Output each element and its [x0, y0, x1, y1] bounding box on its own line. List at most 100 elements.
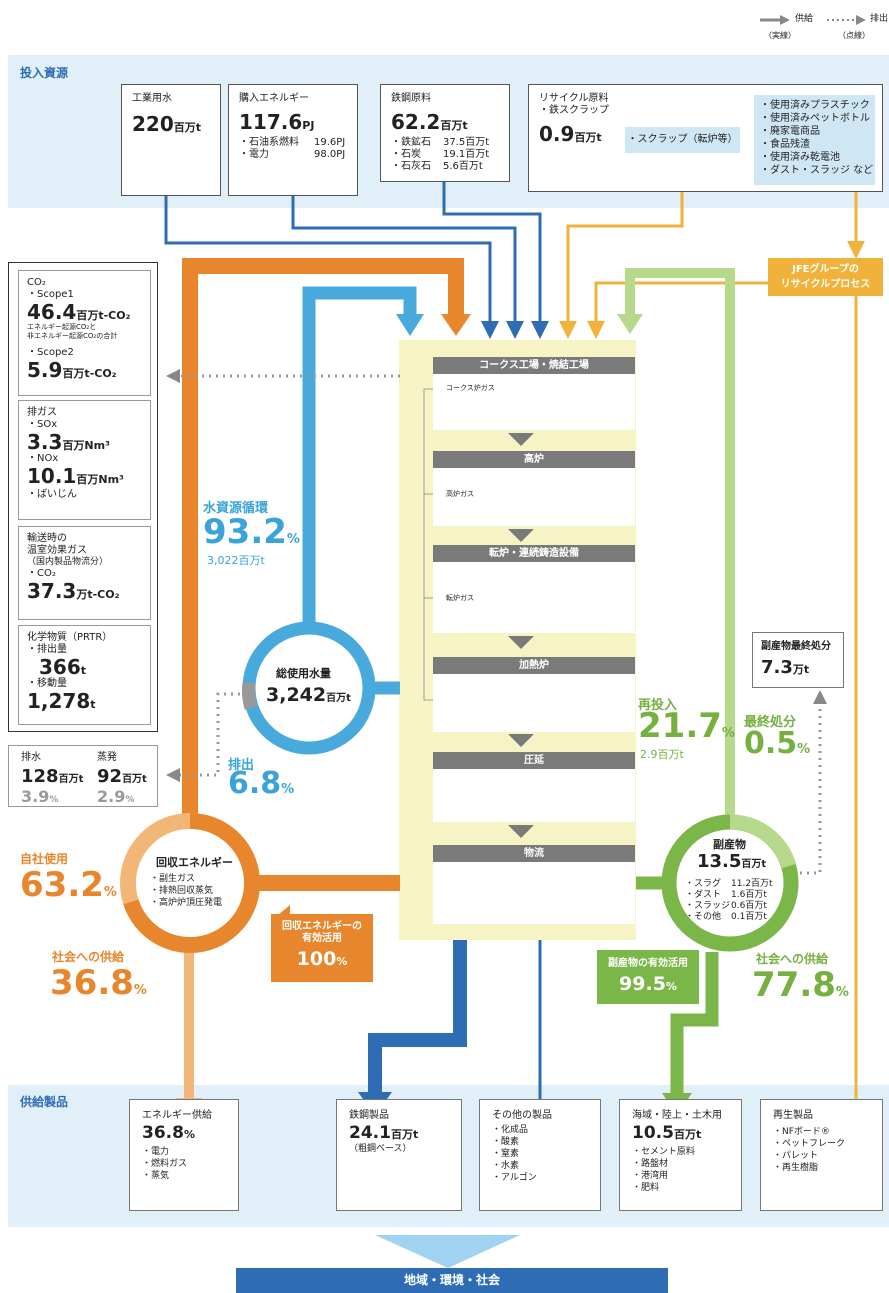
discharge-unit: % — [281, 782, 295, 797]
legend-arrows — [760, 15, 866, 25]
byproduct-use-title: 副産物の有効活用 — [608, 958, 688, 969]
output-other-item: ・酸素 — [492, 1137, 520, 1147]
output-other-card: その他の製品 ・化成品 ・酸素 ・窒素 ・水素 ・アルゴン — [479, 1099, 601, 1211]
output-civil-value: 10.5 — [632, 1123, 674, 1143]
scope2-unit: 百万t-CO₂ — [62, 367, 117, 380]
byproduct-donut — [661, 814, 799, 952]
recycle-item: ・使用済みプラスチック — [760, 100, 870, 111]
gas-label-coke: コークス炉ガス — [446, 384, 495, 392]
energy-use-unit: % — [336, 955, 348, 968]
legend-discharge: 排出 — [870, 14, 889, 24]
discharge-value: 6.8 — [228, 766, 282, 801]
energy-item-label: ・電力 — [239, 149, 269, 160]
recycle-unit: 百万t — [574, 131, 602, 144]
evap-value: 92 — [97, 766, 123, 787]
final-disposal-value: 0.5 — [744, 726, 798, 761]
energy-use-box: 回収エネルギーの 有効活用 100% — [271, 914, 373, 982]
byproduct-title: 副産物 — [713, 838, 746, 851]
transport-sub: （国内製品物流分） — [27, 557, 109, 567]
final-disposal-metric: 0.5% — [744, 726, 810, 762]
iron-item-label: ・石灰石 — [391, 161, 431, 172]
social-supply-left-unit: % — [133, 983, 147, 998]
social-supply-left-metric: 36.8% — [50, 962, 147, 1004]
water-total-title: 総使用水量 — [276, 667, 331, 680]
gas-label-blast: 高炉ガス — [446, 490, 474, 498]
exhaust-card: 排ガス ・SOx 3.3百万Nm³ ・NOx 10.1百万Nm³ ・ばいじん — [18, 400, 151, 520]
process-step-reheating: 加熱炉 — [433, 657, 635, 674]
water-cycle-value: 93.2 — [203, 512, 287, 552]
water-value: 220 — [132, 112, 174, 136]
water-total-unit: 百万t — [326, 693, 351, 704]
scrap-box: ・スクラップ（転炉等） — [625, 127, 740, 153]
co2-note2: 非エネルギー起源CO₂の合計 — [27, 332, 118, 340]
output-other-item: ・化成品 — [492, 1125, 529, 1135]
process-body-reheating — [433, 674, 635, 732]
jfe-process-line1: JFEグループの — [792, 264, 859, 275]
process-step-rolling: 圧延 — [433, 752, 635, 769]
nox-value: 10.1 — [27, 464, 77, 488]
prtr-move-unit: t — [90, 698, 96, 711]
social-supply-left-value: 36.8 — [50, 963, 134, 1003]
discharge-title: 排出 — [228, 758, 255, 773]
recovered-energy-list: ・副生ガス ・排熱回収蒸気 ・高炉炉頂圧発電 — [150, 873, 222, 909]
recycle-item: ・使用済みペットボトル — [760, 113, 870, 124]
iron-item-label: ・石炭 — [391, 149, 421, 160]
energy-donut — [120, 813, 261, 953]
sox-unit: 百万Nm³ — [62, 439, 110, 452]
output-civil-unit: 百万t — [673, 1128, 702, 1141]
byproduct-metric: 13.5百万t — [697, 851, 766, 872]
social-supply-right-title: 社会への供給 — [756, 952, 829, 966]
iron-item-label: ・鉄鉱石 — [391, 137, 431, 148]
co2-note1: エネルギー起源CO₂と — [27, 323, 97, 331]
iron-unit: 百万t — [440, 119, 468, 132]
energy-use-line1: 回収エネルギーの — [282, 921, 362, 932]
energy-use-value: 100 — [296, 948, 337, 970]
output-recycled-item: ・NFボード® — [773, 1127, 830, 1137]
self-use-title: 自社使用 — [20, 852, 69, 866]
byproduct-use-unit: % — [665, 980, 677, 993]
prtr-move-value: 1,278 — [27, 689, 91, 713]
byproduct-item-label: ・ダスト — [685, 890, 722, 900]
water-total-metric: 3,242百万t — [266, 684, 351, 706]
input-water-card: 工業用水 220百万t — [121, 84, 221, 196]
output-band-title: 供給製品 — [20, 1095, 69, 1109]
evap-pct: 2.9 — [97, 787, 126, 806]
output-civil-item: ・セメント原料 — [632, 1147, 695, 1157]
evap-title: 蒸発 — [97, 752, 117, 763]
process-body-rolling — [433, 769, 635, 822]
byproduct-use-box: 副産物の有効活用 99.5% — [597, 950, 699, 1004]
reinput-title: 再投入 — [638, 698, 678, 713]
output-other-title: その他の製品 — [492, 1110, 552, 1121]
drain-pct-unit: % — [49, 795, 59, 805]
energy-item-label: ・石油系燃料 — [239, 137, 299, 148]
iron-item-value: 37.5百万t — [443, 137, 490, 148]
output-other-item: ・アルゴン — [492, 1173, 537, 1183]
self-use-unit: % — [103, 885, 117, 900]
output-steel-unit: 百万t — [390, 1128, 419, 1141]
byproduct-item-label: ・スラッジ — [685, 901, 731, 911]
co2-card: CO₂ ・Scope1 46.4百万t-CO₂ エネルギー起源CO₂と 非エネル… — [18, 270, 151, 396]
gas-label-converter: 転炉ガス — [446, 594, 474, 602]
energy-item-value: 19.6PJ — [314, 137, 346, 148]
water-cycle-unit: % — [286, 532, 300, 547]
byproduct-value: 13.5 — [697, 851, 742, 872]
output-energy-item: ・電力 — [142, 1147, 170, 1157]
transport-card: 輸送時の 温室効果ガス （国内製品物流分） ・CO₂ 37.3万t-CO₂ — [18, 526, 151, 620]
byproduct-final-value: 7.3 — [761, 657, 793, 678]
scope2-label: ・Scope2 — [27, 347, 74, 358]
energy-title: 購入エネルギー — [239, 93, 309, 104]
output-civil-title: 海域・陸上・土木用 — [632, 1110, 722, 1121]
final-disposal-unit: % — [797, 742, 811, 757]
recycle-item: ・使用済み乾電池 — [760, 152, 840, 163]
process-body-converter — [433, 562, 635, 633]
byproduct-final-unit: 万t — [792, 663, 810, 676]
prtr-emit-value: 366 — [39, 655, 81, 679]
water-total-value: 3,242 — [266, 684, 327, 706]
footer-banner: 地域・環境・社会 — [236, 1268, 668, 1293]
energy-value: 117.6 — [239, 110, 303, 134]
scope1-label: ・Scope1 — [27, 289, 74, 300]
byproduct-item-label: ・スラグ — [685, 879, 722, 889]
transport-co2-value: 37.3 — [27, 579, 77, 603]
